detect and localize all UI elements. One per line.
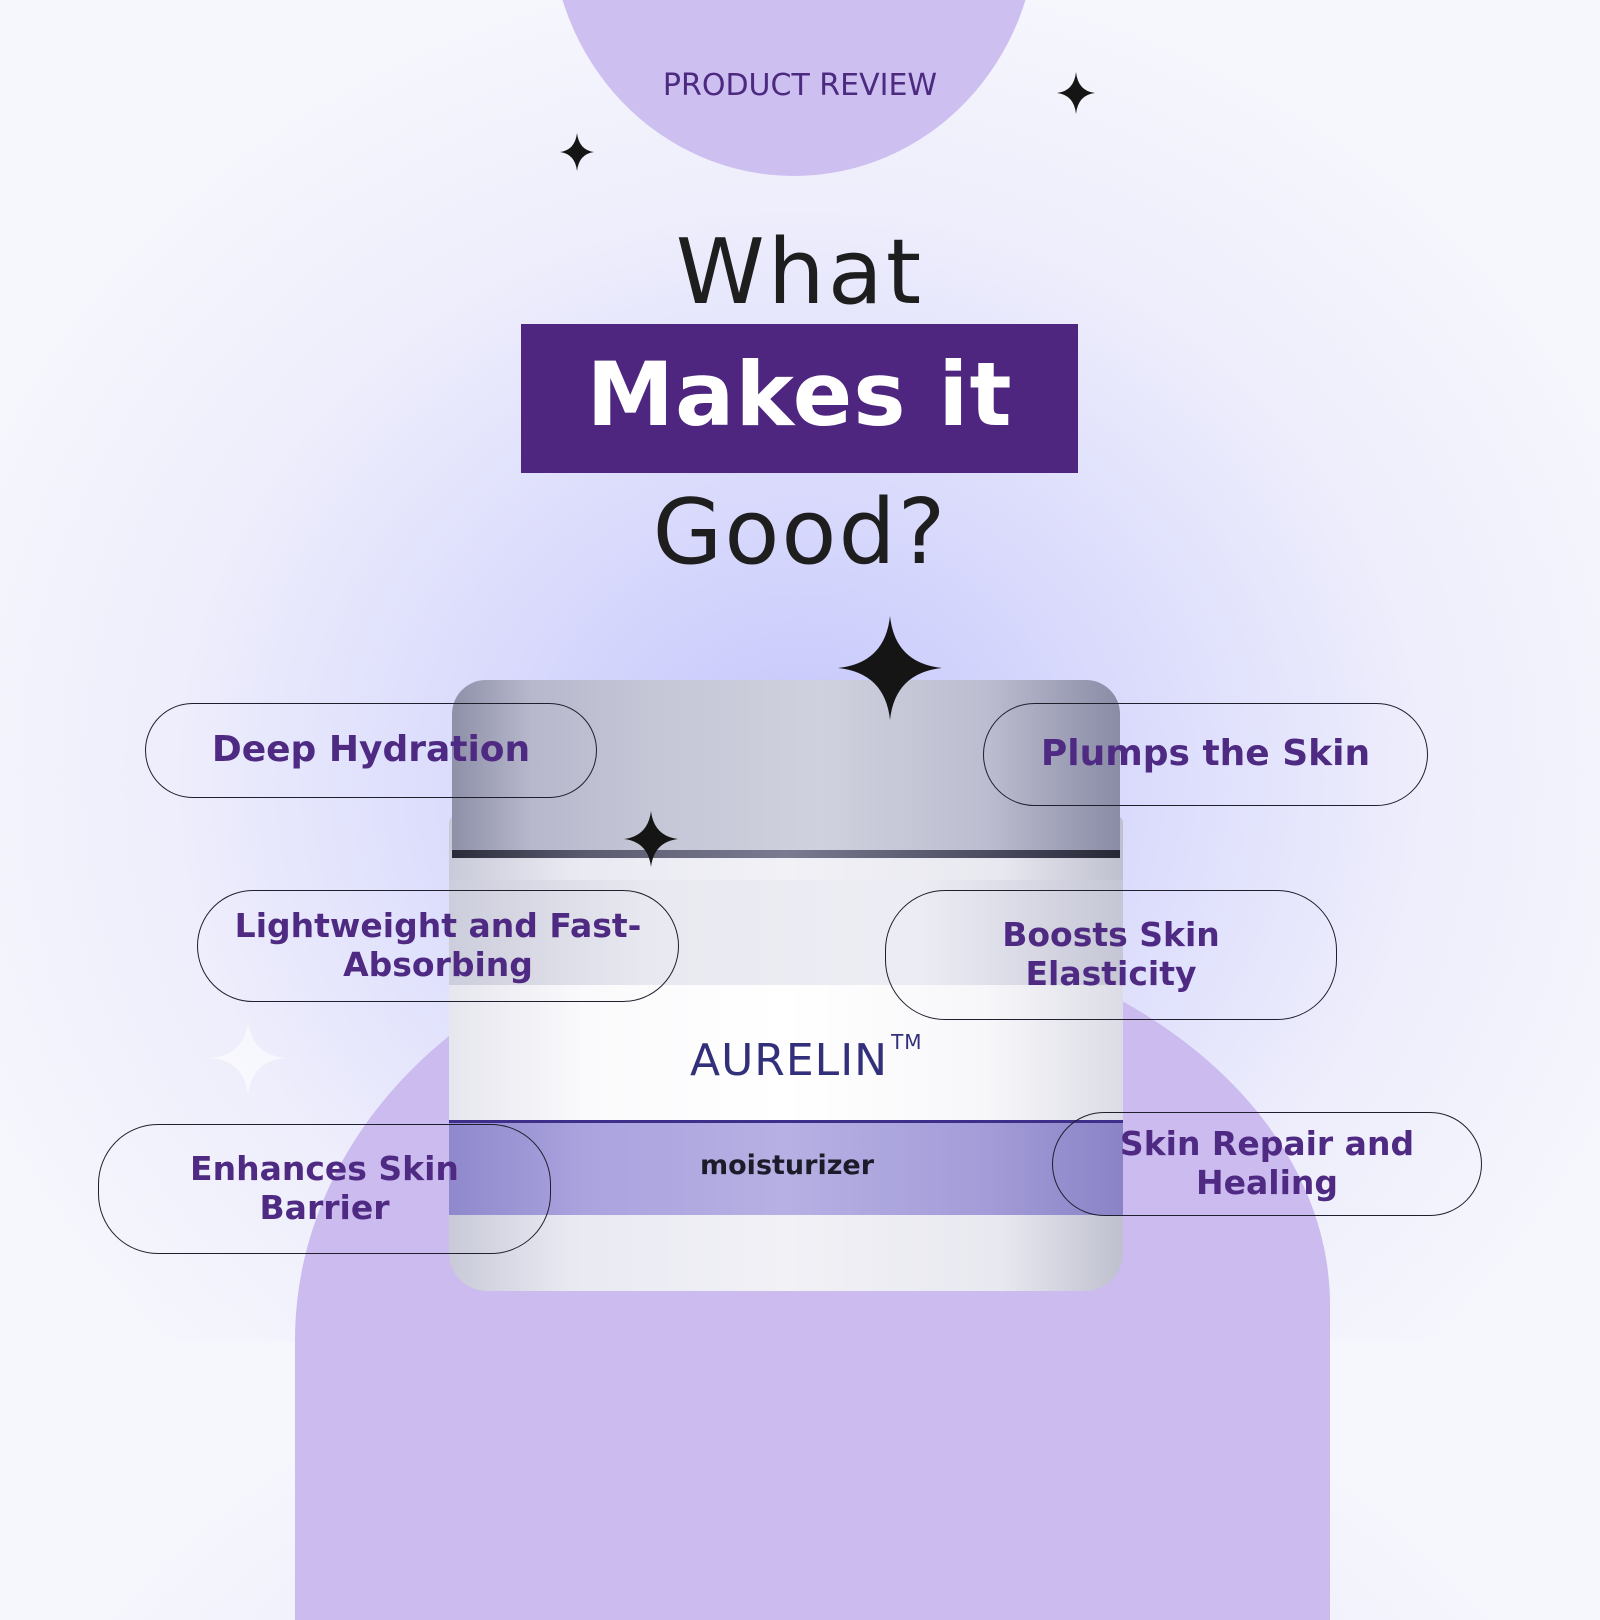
feature-label: Plumps the Skin — [1040, 733, 1371, 775]
feature-pill: Deep Hydration — [145, 703, 597, 798]
feature-pill: Boosts Skin Elasticity — [885, 890, 1337, 1020]
feature-label: Lightweight and Fast-Absorbing — [234, 906, 642, 984]
eyebrow-label: PRODUCT REVIEW — [662, 68, 938, 103]
sparkle-icon — [1057, 72, 1095, 114]
jar-lid-edge — [452, 850, 1120, 858]
sparkle-icon — [560, 133, 594, 171]
trademark-mark: TM — [891, 1030, 923, 1055]
feature-pill: Lightweight and Fast-Absorbing — [197, 890, 679, 1002]
feature-label: Boosts Skin Elasticity — [1002, 915, 1220, 993]
product-type-label: moisturizer — [700, 1150, 875, 1181]
feature-label: Enhances Skin Barrier — [190, 1149, 459, 1227]
feature-label: Deep Hydration — [211, 729, 531, 771]
jar-purple-band — [449, 1120, 1123, 1215]
sparkle-icon — [210, 1020, 286, 1096]
sparkle-icon — [624, 811, 678, 867]
sparkle-icon — [838, 616, 942, 720]
feature-pill: Plumps the Skin — [983, 703, 1428, 806]
brand-name: AURELIN — [690, 1035, 889, 1086]
feature-pill: Skin Repair and Healing — [1052, 1112, 1482, 1216]
feature-pill: Enhances Skin Barrier — [98, 1124, 551, 1254]
title-highlight-box: Makes it — [521, 324, 1078, 473]
title-line-what: What — [675, 220, 925, 325]
title-highlight-text: Makes it — [586, 343, 1013, 446]
jar-label — [449, 985, 1123, 1120]
title-line-good: Good? — [652, 480, 948, 585]
jar-frosted-band — [449, 880, 1123, 985]
feature-label: Skin Repair and Healing — [1119, 1124, 1415, 1202]
